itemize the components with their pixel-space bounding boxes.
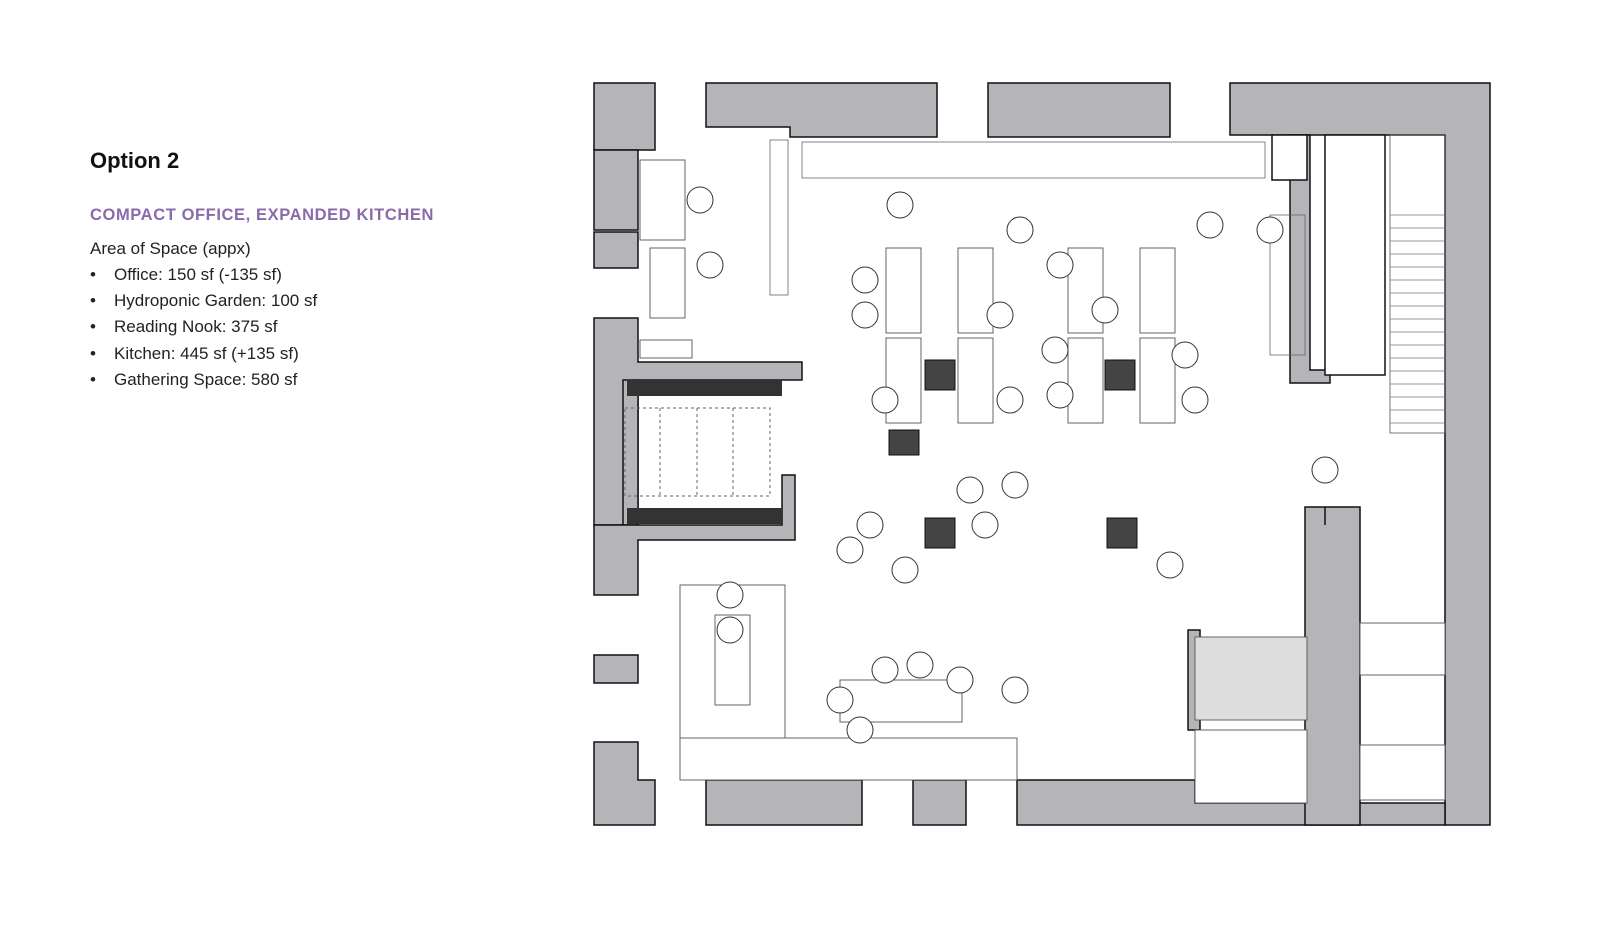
person-figure xyxy=(1006,216,1034,244)
person-figure xyxy=(971,511,999,539)
person-figure xyxy=(1041,336,1069,364)
person-figure xyxy=(1196,211,1224,239)
area-item-office: •Office: 150 sf (-135 sf) xyxy=(90,265,282,284)
person-figure xyxy=(1001,676,1029,704)
person-figure xyxy=(1181,386,1209,414)
person-figure xyxy=(906,651,934,679)
tables xyxy=(639,159,1446,804)
person-figure xyxy=(1171,341,1199,369)
person-figure xyxy=(856,511,884,539)
person-figure xyxy=(996,386,1024,414)
person-figure xyxy=(716,616,744,644)
people xyxy=(686,186,1339,744)
person-figure xyxy=(886,191,914,219)
area-item-garden: •Hydroponic Garden: 100 sf xyxy=(90,291,318,311)
person-figure xyxy=(1256,216,1284,244)
person-figure xyxy=(1091,296,1119,324)
person-figure xyxy=(871,386,899,414)
person-figure xyxy=(716,581,744,609)
person-figure xyxy=(1046,381,1074,409)
person-figure xyxy=(986,301,1014,329)
area-list: •Office: 150 sf (-135 sf) •Hydroponic Ga… xyxy=(90,265,317,396)
person-figure xyxy=(871,656,899,684)
person-figure xyxy=(1001,471,1029,499)
person-figure xyxy=(836,536,864,564)
person-figure xyxy=(1046,251,1074,279)
person-figure xyxy=(1311,456,1339,484)
person-figure xyxy=(1156,551,1184,579)
person-figure xyxy=(891,556,919,584)
person-figure xyxy=(956,476,984,504)
planters xyxy=(888,359,1138,549)
stairs: /* stair treads added below */ xyxy=(1389,134,1446,434)
kitchen-counter xyxy=(769,139,1306,356)
hydroponic-garden xyxy=(624,380,782,524)
page-title: Option 2 xyxy=(90,148,180,173)
person-figure xyxy=(851,266,879,294)
option-subtitle: COMPACT OFFICE, EXPANDED KITCHEN xyxy=(90,206,435,224)
area-item-reading-nook: •Reading Nook: 375 sf xyxy=(90,317,278,337)
area-item-kitchen: •Kitchen: 445 sf (+135 sf) xyxy=(90,343,299,363)
person-figure xyxy=(696,251,724,279)
area-item-gathering: •Gathering Space: 580 sf xyxy=(90,369,298,389)
stair-treads xyxy=(1390,214,1445,424)
person-figure xyxy=(846,716,874,744)
area-label: Area of Space (appx) xyxy=(90,239,251,258)
person-figure xyxy=(851,301,879,329)
person-figure xyxy=(946,666,974,694)
person-figure xyxy=(686,186,714,214)
walls xyxy=(593,82,1491,826)
person-figure xyxy=(826,686,854,714)
